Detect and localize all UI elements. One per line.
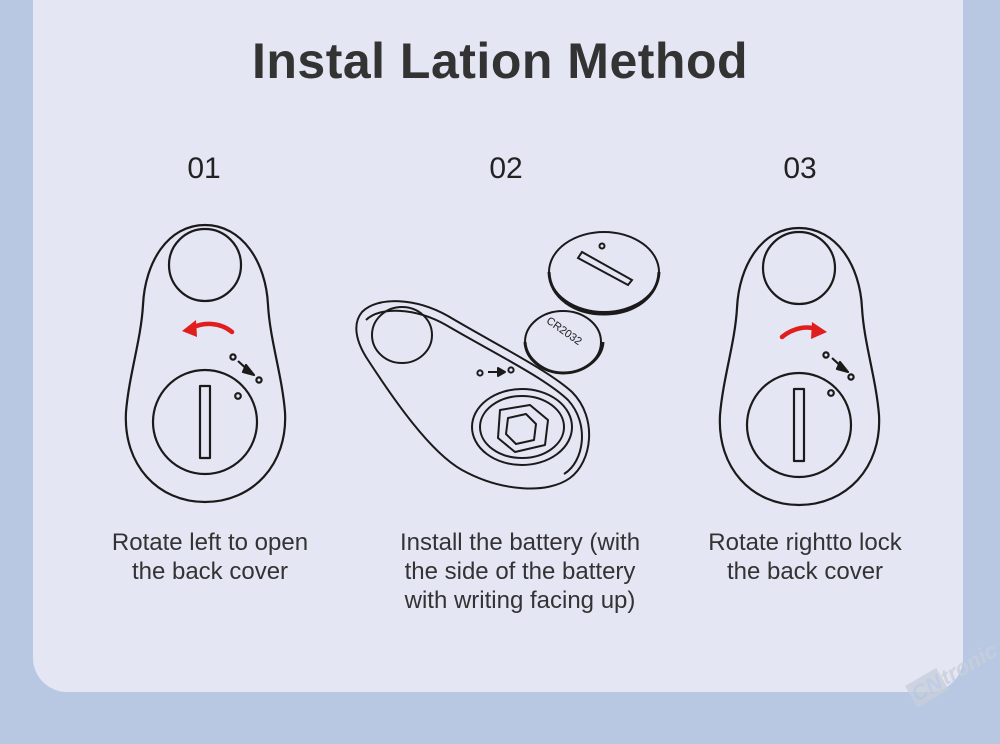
battery-label: CR2032: [544, 315, 584, 348]
step-1-tag-illustration: [124, 223, 287, 504]
step-1-red-left-arrow-icon: [182, 320, 235, 337]
step-3-number: 03: [783, 152, 817, 185]
step-2-tag-illustration: [355, 300, 591, 490]
step-2-back-cover-illustration: [547, 231, 661, 316]
step-2-battery-illustration: CR2032: [523, 310, 605, 375]
step-3-tag-illustration: [718, 226, 881, 507]
step-1-caption: Rotate left to open the back cover: [111, 529, 309, 585]
step-3-caption: Rotate rightto lock the back cover: [708, 529, 902, 585]
step-2-caption: Install the battery (with the side of th…: [399, 529, 641, 614]
step-2-number: 02: [489, 152, 523, 185]
step-1-number: 01: [187, 152, 221, 185]
page-title: Instal Lation Method: [251, 33, 749, 89]
step-3-red-right-arrow-icon: [779, 322, 827, 340]
content-panel: [33, 0, 963, 692]
